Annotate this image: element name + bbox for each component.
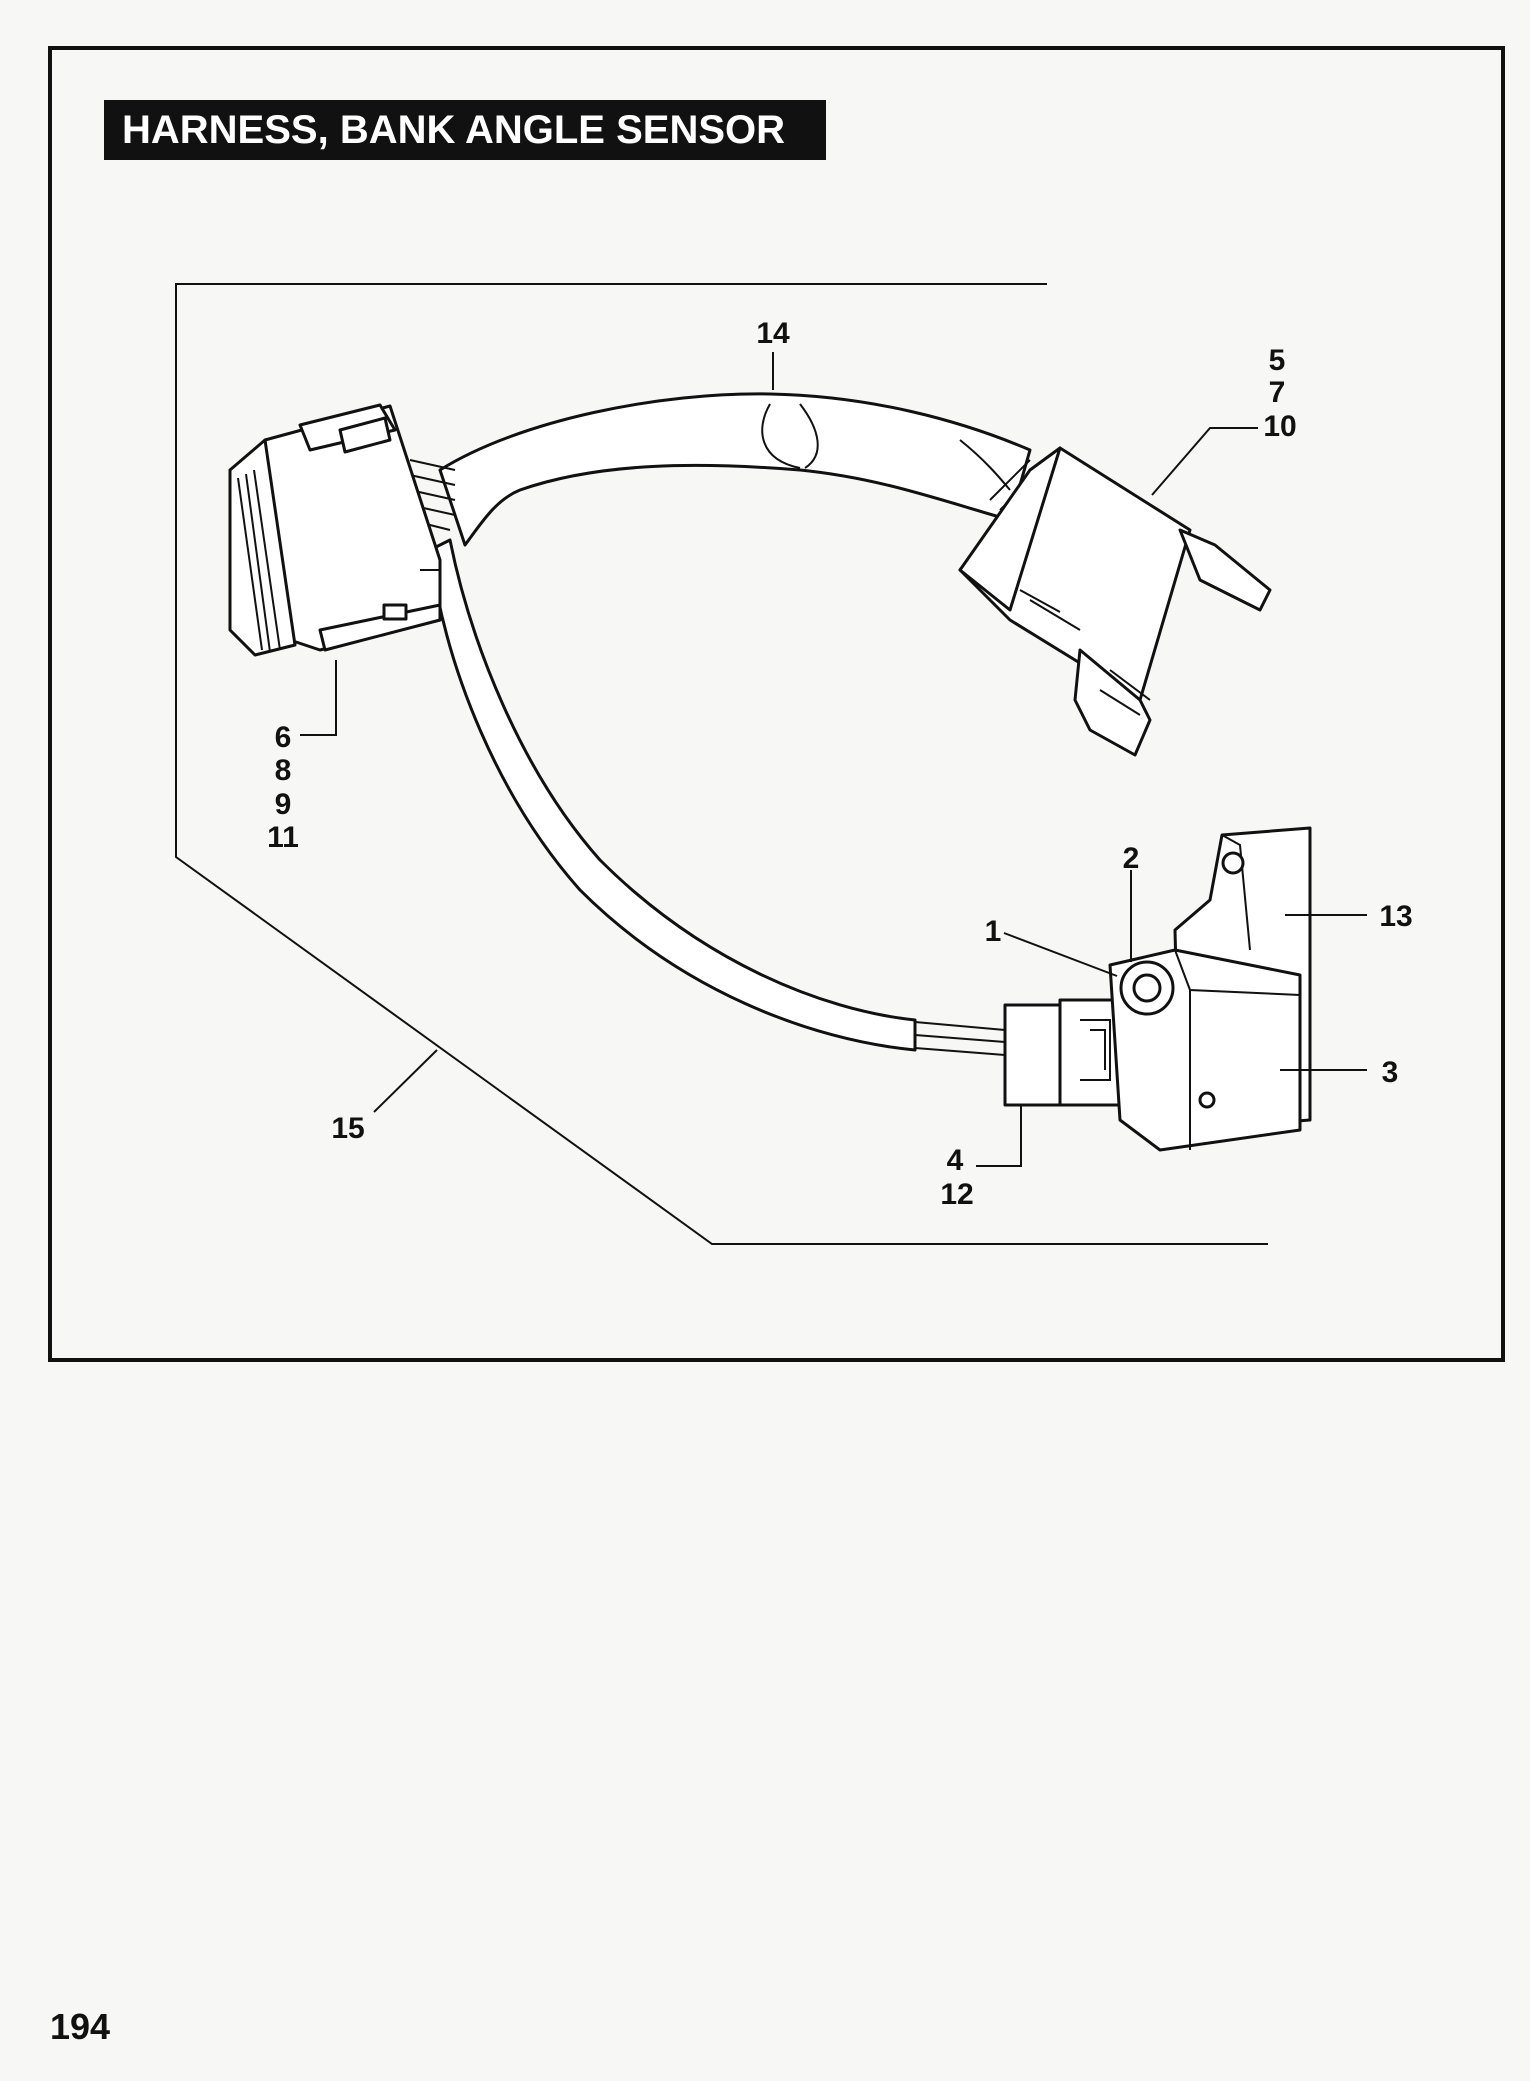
callout-2: 2 <box>1123 842 1140 875</box>
callout-15: 15 <box>331 1112 364 1145</box>
callout-11: 11 <box>267 821 299 854</box>
right-connector <box>958 446 1272 757</box>
page-number: 194 <box>50 2006 111 2047</box>
callout-13: 13 <box>1379 900 1412 933</box>
callout-5: 5 <box>1269 344 1286 377</box>
callout-4: 4 <box>947 1144 964 1177</box>
large-connector <box>228 403 442 657</box>
callout-12: 12 <box>940 1178 973 1211</box>
diagram-frame <box>48 46 1505 1362</box>
sensor-branch-cable <box>428 538 917 1052</box>
callout-7: 7 <box>1269 376 1286 409</box>
callout-14: 14 <box>756 317 790 350</box>
callout-3: 3 <box>1382 1056 1399 1089</box>
callout-9: 9 <box>275 788 292 821</box>
callout-10: 10 <box>1263 410 1296 443</box>
callout-6: 6 <box>275 721 292 754</box>
bank-angle-sensor <box>1108 826 1312 1152</box>
title-banner <box>104 100 826 160</box>
callout-1: 1 <box>985 915 1002 948</box>
assembly-bracket <box>175 283 1268 1245</box>
main-harness-cable <box>438 392 1032 547</box>
diagram-title: HARNESS, BANK ANGLE SENSOR <box>122 108 785 152</box>
callout-8: 8 <box>275 754 292 787</box>
